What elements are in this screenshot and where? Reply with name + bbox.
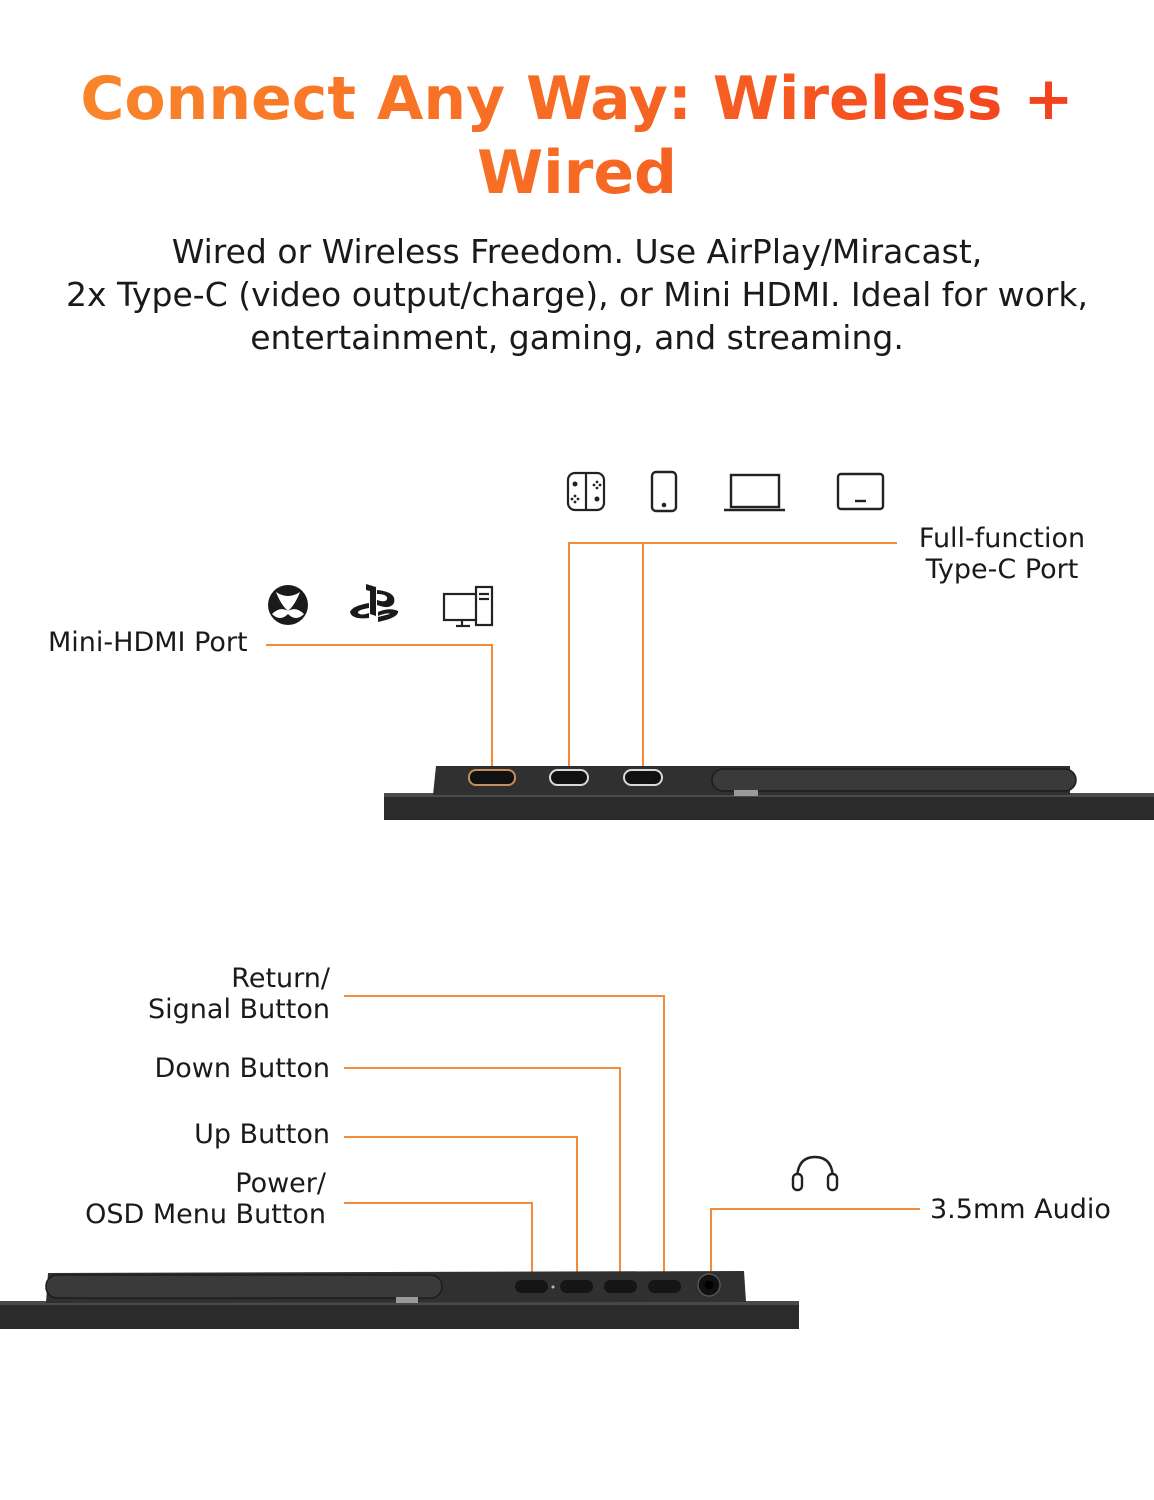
power-label-line-2: OSD Menu Button bbox=[85, 1199, 326, 1230]
typec-label-line-2: Type-C Port bbox=[925, 554, 1079, 585]
headphones-icon bbox=[791, 1155, 839, 1192]
switch-icon bbox=[566, 471, 606, 512]
up-button bbox=[560, 1280, 593, 1293]
phone-icon bbox=[650, 470, 678, 513]
subtitle-line-3: entertainment, gaming, and streaming. bbox=[250, 318, 904, 357]
power-indicator-dot bbox=[551, 1285, 555, 1289]
down-button bbox=[604, 1280, 637, 1293]
up-button-label: Up Button bbox=[194, 1119, 330, 1150]
down-button-label: Down Button bbox=[154, 1053, 330, 1084]
power-label-line-1: Power/ bbox=[235, 1168, 326, 1199]
power-osd-button bbox=[515, 1280, 548, 1293]
return-label-line-1: Return/ bbox=[231, 963, 330, 994]
subtitle-line-1: Wired or Wireless Freedom. Use AirPlay/M… bbox=[171, 232, 983, 271]
power-osd-button-label: Power/ OSD Menu Button bbox=[60, 1168, 326, 1230]
desktop-pc-icon bbox=[442, 585, 494, 628]
typec-port-label: Full-function Type-C Port bbox=[906, 523, 1098, 585]
xbox-icon bbox=[268, 585, 308, 625]
typec-label-line-1: Full-function bbox=[918, 523, 1086, 554]
mini-hdmi-port-label: Mini-HDMI Port bbox=[48, 627, 248, 658]
return-label-line-2: Signal Button bbox=[148, 994, 330, 1025]
tablet-icon bbox=[836, 472, 885, 511]
typec-port-1 bbox=[549, 769, 589, 786]
mini-hdmi-port bbox=[468, 769, 516, 786]
monitor-bottom-edge bbox=[0, 1271, 799, 1329]
return-signal-button bbox=[648, 1280, 681, 1293]
button-leader-lines bbox=[344, 995, 665, 1278]
page-subtitle: Wired or Wireless Freedom. Use AirPlay/M… bbox=[40, 230, 1114, 359]
monitor-top-edge bbox=[384, 766, 1154, 820]
audio-jack-label: 3.5mm Audio bbox=[930, 1194, 1111, 1225]
typec-port-2 bbox=[623, 769, 663, 786]
typec-leader-lines bbox=[568, 542, 897, 769]
audio-jack bbox=[697, 1273, 721, 1297]
playstation-icon bbox=[350, 584, 399, 622]
audio-leader-line bbox=[710, 1208, 920, 1271]
subtitle-line-2: 2x Type-C (video output/charge), or Mini… bbox=[65, 275, 1089, 314]
hdmi-leader-line bbox=[266, 644, 493, 769]
return-signal-button-label: Return/ Signal Button bbox=[120, 963, 330, 1025]
laptop-icon bbox=[724, 473, 785, 512]
